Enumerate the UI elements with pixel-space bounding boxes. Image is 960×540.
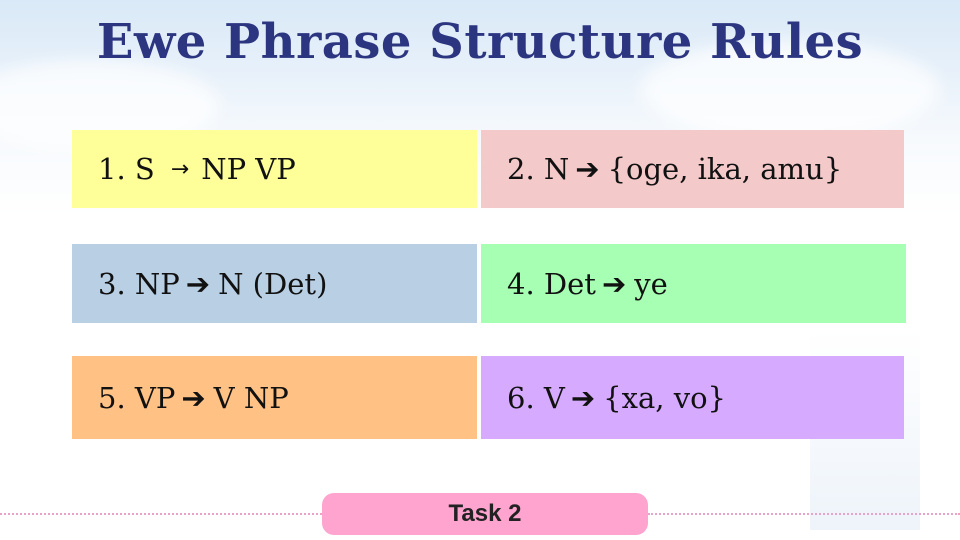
slide-title: Ewe Phrase Structure Rules (96, 14, 864, 70)
rule-number: 3. (98, 266, 126, 301)
background-cloud (640, 40, 940, 140)
rule-rhs: V NP (213, 380, 289, 415)
rule-1-box: 1. S → NP VP (72, 130, 477, 208)
rule-rhs: N (Det) (218, 266, 328, 301)
arrow-icon: → (170, 156, 190, 182)
rule-lhs: NP (134, 266, 180, 301)
arrow-icon: ➔ (181, 380, 206, 415)
rule-lhs: Det (543, 266, 596, 301)
task-2-button[interactable]: Task 2 (322, 493, 648, 535)
rule-rhs: ye (634, 266, 668, 301)
rule-lhs: N (543, 152, 570, 186)
rule-number: 6. (507, 380, 535, 415)
rule-5-box: 5. VP ➔ V NP (72, 356, 477, 439)
rule-number: 5. (98, 380, 126, 415)
rule-lhs: VP (134, 380, 176, 415)
rule-2-box: 2. N ➔ {oge, ika, amu} (481, 130, 904, 208)
task-label: Task 2 (448, 500, 522, 527)
rule-rhs: {oge, ika, amu} (607, 152, 843, 186)
arrow-icon: ➔ (570, 380, 596, 415)
rule-number: 2. (507, 152, 535, 186)
rule-number: 4. (507, 266, 535, 301)
rule-4-box: 4. Det ➔ ye (481, 244, 906, 323)
rule-number: 1. (98, 152, 126, 186)
arrow-icon: ➔ (601, 266, 627, 301)
rule-rhs: NP VP (201, 152, 296, 186)
rule-rhs: {xa, vo} (603, 380, 726, 415)
arrow-icon: ➔ (185, 266, 211, 301)
rule-lhs: V (543, 380, 565, 415)
dotted-divider-right (648, 513, 960, 515)
arrow-icon: ➔ (575, 152, 600, 186)
rule-3-box: 3. NP ➔ N (Det) (72, 244, 477, 323)
dotted-divider-left (0, 513, 322, 515)
rule-6-box: 6. V ➔ {xa, vo} (481, 356, 904, 439)
rule-lhs: S (134, 152, 155, 186)
